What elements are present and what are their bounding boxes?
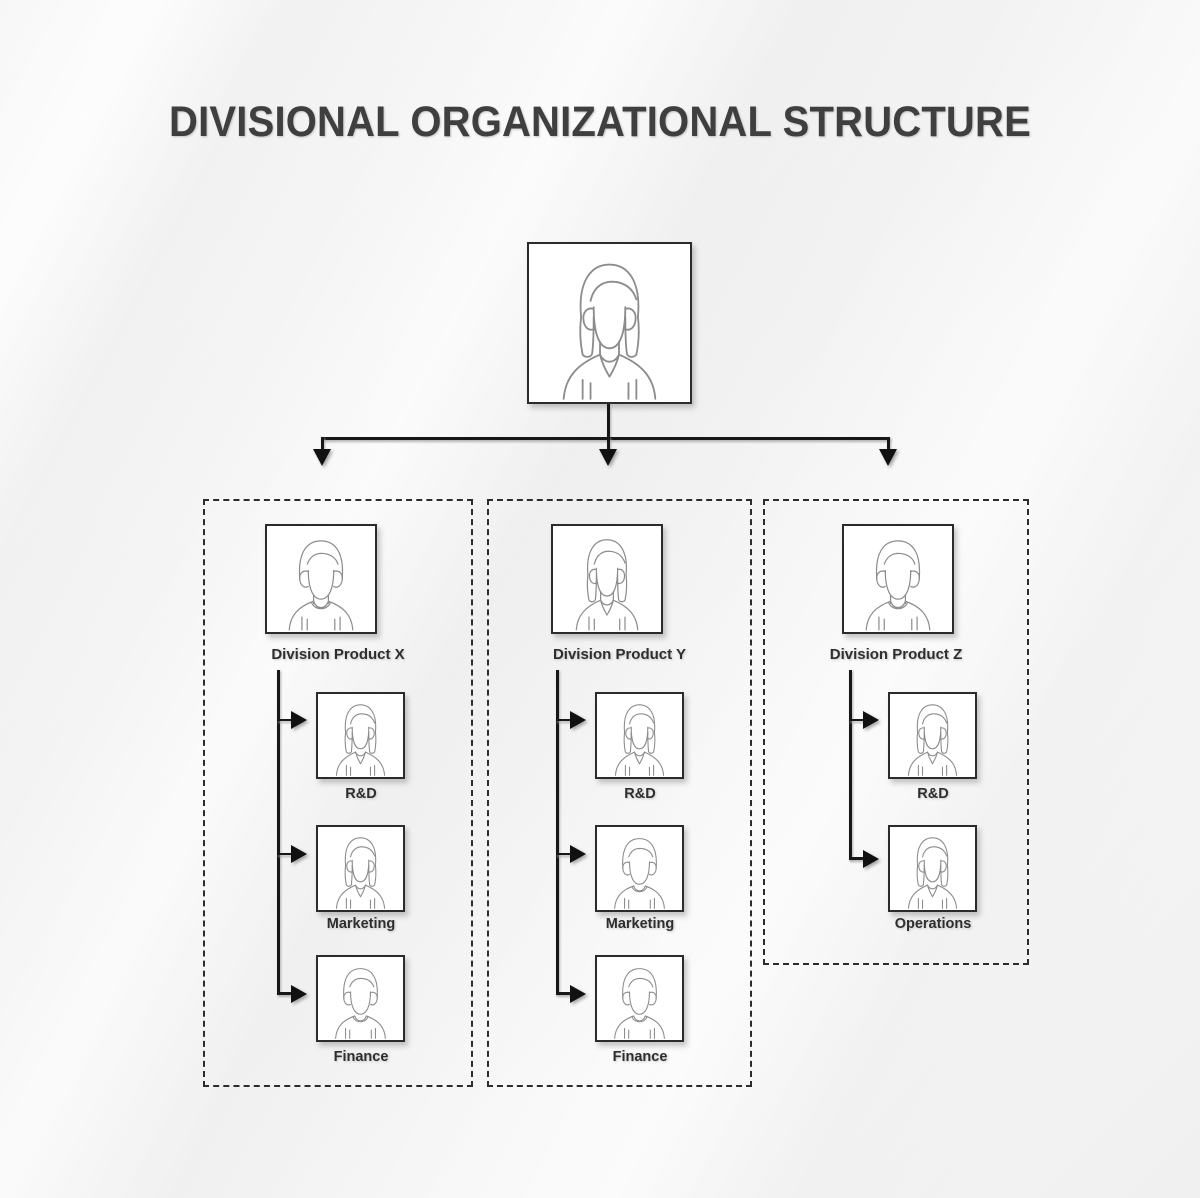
sub-avatar-box-z-operations[interactable] — [888, 825, 977, 912]
male-avatar-icon — [614, 838, 665, 909]
root-avatar-box[interactable] — [527, 242, 692, 404]
division-frame-product-x — [203, 499, 473, 1087]
sub-avatar-box-x-finance[interactable] — [316, 955, 405, 1042]
female-avatar-icon — [907, 837, 958, 909]
sub-avatar-box-x-rd[interactable] — [316, 692, 405, 779]
page-title: DIVISIONAL ORGANIZATIONAL STRUCTURE — [169, 98, 1031, 146]
female-avatar-icon — [575, 539, 639, 631]
sub-label-x-finance: Finance — [333, 1049, 389, 1065]
arrow-right-y-finance — [570, 985, 586, 1003]
connector-branch-x-2 — [277, 853, 293, 855]
arrow-down-division-x — [313, 449, 331, 466]
connector-leg-division-y — [607, 437, 610, 451]
female-avatar-icon — [335, 704, 386, 776]
connector-horizontal-bus — [321, 437, 890, 440]
division-frame-product-y — [487, 499, 752, 1087]
division-label-product-x: Division Product X — [271, 646, 405, 663]
division-avatar-box-product-z[interactable] — [842, 524, 954, 634]
sub-label-y-rd: R&D — [624, 786, 656, 802]
arrow-right-y-marketing — [570, 845, 586, 863]
sub-avatar-box-z-rd[interactable] — [888, 692, 977, 779]
connector-trunk-product-y — [556, 670, 559, 994]
arrow-down-division-z — [879, 449, 897, 466]
sub-label-x-rd: R&D — [345, 786, 377, 802]
female-avatar-icon — [562, 263, 657, 400]
sub-label-x-marketing: Marketing — [326, 916, 396, 932]
division-avatar-box-product-y[interactable] — [551, 524, 663, 634]
male-avatar-icon — [335, 968, 386, 1039]
sub-label-y-marketing: Marketing — [605, 916, 675, 932]
division-frame-product-z — [763, 499, 1029, 965]
sub-avatar-box-x-marketing[interactable] — [316, 825, 405, 912]
connector-root-stem — [607, 404, 610, 439]
sub-label-z-operations: Operations — [894, 916, 972, 932]
connector-trunk-product-x — [277, 670, 280, 994]
female-avatar-icon — [614, 704, 665, 776]
connector-branch-x-1 — [277, 719, 293, 721]
connector-branch-y-1 — [556, 719, 572, 721]
sub-avatar-box-y-finance[interactable] — [595, 955, 684, 1042]
arrow-down-division-y — [599, 449, 617, 466]
division-label-product-z: Division Product Z — [829, 646, 963, 663]
male-avatar-icon — [288, 540, 354, 631]
female-avatar-icon — [907, 704, 958, 776]
connector-leg-division-x — [321, 437, 324, 451]
arrow-right-x-rd — [291, 711, 307, 729]
arrow-right-z-rd — [863, 711, 879, 729]
arrow-right-y-rd — [570, 711, 586, 729]
division-label-product-y: Division Product Y — [552, 646, 687, 663]
sub-label-y-finance: Finance — [612, 1049, 668, 1065]
sub-avatar-box-y-rd[interactable] — [595, 692, 684, 779]
connector-branch-y-3 — [556, 992, 572, 995]
connector-branch-z-2 — [849, 857, 865, 860]
connector-branch-x-3 — [277, 992, 293, 995]
sub-avatar-box-y-marketing[interactable] — [595, 825, 684, 912]
arrow-right-z-operations — [863, 850, 879, 868]
connector-trunk-product-z — [849, 670, 852, 860]
male-avatar-icon — [614, 968, 665, 1039]
connector-leg-division-z — [887, 437, 890, 451]
division-avatar-box-product-x[interactable] — [265, 524, 377, 634]
female-avatar-icon — [335, 837, 386, 909]
arrow-right-x-marketing — [291, 845, 307, 863]
arrow-right-x-finance — [291, 985, 307, 1003]
sub-label-z-rd: R&D — [917, 786, 949, 802]
male-avatar-icon — [865, 540, 931, 631]
connector-branch-z-1 — [849, 719, 865, 721]
connector-branch-y-2 — [556, 853, 572, 855]
